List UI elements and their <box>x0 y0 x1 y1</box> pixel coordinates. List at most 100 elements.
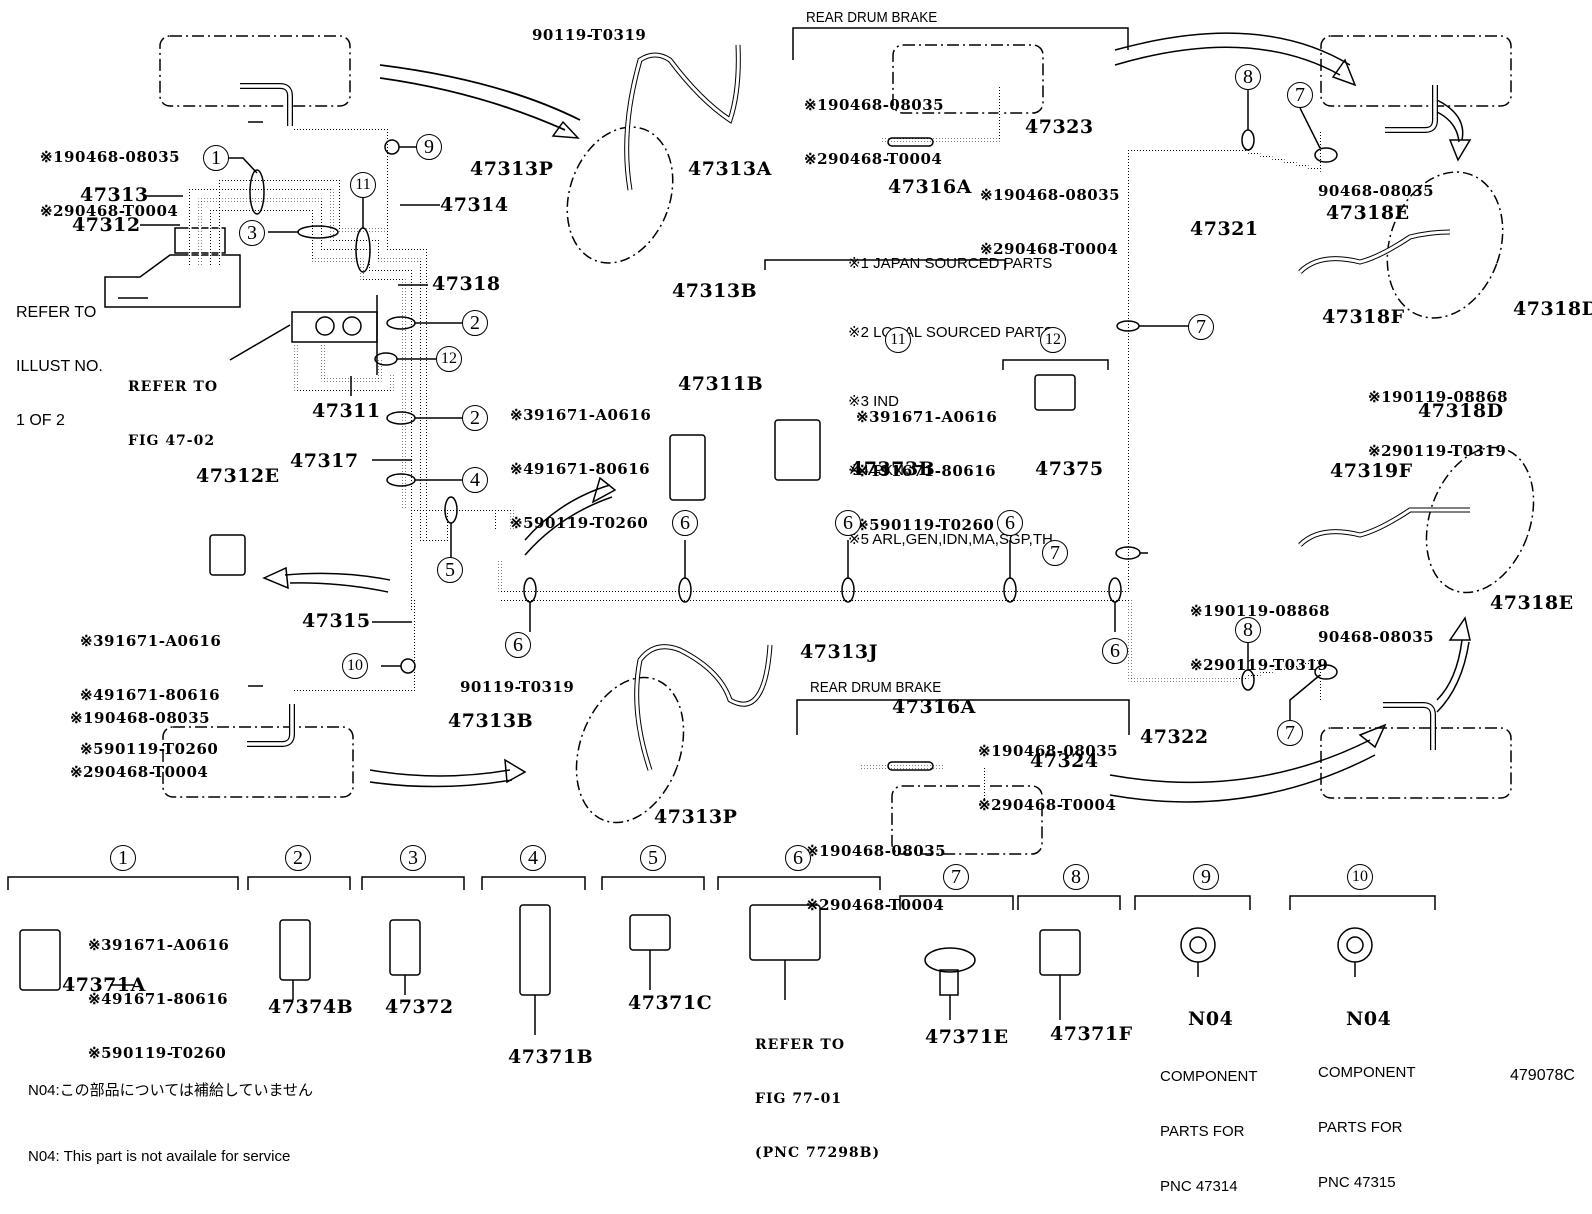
part-number[interactable]: ※190468-08035 <box>70 709 211 727</box>
part-47318E-mid[interactable]: 47318E <box>1490 592 1574 614</box>
part-47317[interactable]: 47317 <box>290 450 359 472</box>
refer-fig-47-02[interactable]: REFER TO FIG 47-02 <box>128 342 218 468</box>
part-47321[interactable]: 47321 <box>1190 218 1259 240</box>
callout-6a[interactable]: 6 <box>505 632 531 658</box>
part-number[interactable]: ※190119-08868 <box>1368 388 1509 406</box>
callout-7d[interactable]: 7 <box>1277 720 1303 746</box>
callout-9-group[interactable]: 9 <box>1193 864 1219 890</box>
part-number[interactable]: ※290468-T0004 <box>806 896 945 914</box>
callout-12-group[interactable]: 12 <box>1040 327 1066 353</box>
callout-4[interactable]: 4 <box>462 467 488 493</box>
part-47313B-bottom[interactable]: 47313B <box>448 710 534 732</box>
callout-2-group[interactable]: 2 <box>285 845 311 871</box>
callout-11[interactable]: 11 <box>350 172 376 198</box>
part-47324[interactable]: 47324 <box>1030 750 1099 772</box>
part-47373B[interactable]: 47373B <box>850 458 936 480</box>
callout-5-group[interactable]: 5 <box>640 845 666 871</box>
refer-fig-77-01[interactable]: REFER TO FIG 77-01 (PNC 77298B) <box>755 1000 880 1180</box>
part-number[interactable]: ※391671-A0616 <box>80 632 222 650</box>
callout-6-group[interactable]: 6 <box>785 845 811 871</box>
callout-2b[interactable]: 2 <box>462 405 488 431</box>
part-47316A-bottom[interactable]: 47316A <box>892 696 976 718</box>
part-47375[interactable]: 47375 <box>1035 458 1104 480</box>
callout-12[interactable]: 12 <box>436 346 462 372</box>
part-47316A-top[interactable]: 47316A <box>888 176 972 198</box>
part-number[interactable]: ※290468-T0004 <box>70 763 209 781</box>
part-number[interactable]: ※290468-T0004 <box>980 240 1119 258</box>
callout-7c[interactable]: 7 <box>1287 82 1313 108</box>
callout-11-group[interactable]: 11 <box>885 327 911 353</box>
part-number[interactable]: ※590119-T0260 <box>80 740 219 758</box>
part-47318E-top[interactable]: 47318E <box>1326 202 1410 224</box>
part-number[interactable]: ※391671-A0616 <box>88 936 230 954</box>
part-number[interactable]: ※290119-T0319 <box>1190 656 1329 674</box>
part-47371C[interactable]: 47371C <box>628 992 713 1014</box>
callout-3[interactable]: 3 <box>239 220 265 246</box>
part-47313B-top[interactable]: 47313B <box>672 280 758 302</box>
callout-8-group[interactable]: 8 <box>1063 864 1089 890</box>
part-90119-T0319-bottom[interactable]: 90119-T0319 <box>460 678 575 696</box>
part-90119-T0319-top[interactable]: 90119-T0319 <box>532 26 647 44</box>
n04-label[interactable]: N04 <box>1346 1008 1392 1030</box>
part-47371A[interactable]: 47371A <box>62 974 146 996</box>
part-47318D-mid[interactable]: 47318D <box>1418 400 1504 422</box>
part-47314[interactable]: 47314 <box>440 194 509 216</box>
part-number[interactable]: ※190119-08868 <box>1190 602 1331 620</box>
callout-1-group[interactable]: 1 <box>110 845 136 871</box>
part-number[interactable]: ※491671-80616 <box>856 462 997 480</box>
part-number[interactable]: ※190468-08035 <box>980 186 1121 204</box>
callout-2a[interactable]: 2 <box>462 310 488 336</box>
n04-label[interactable]: N04 <box>1188 1008 1234 1030</box>
part-47311B[interactable]: 47311B <box>678 373 764 395</box>
part-number[interactable]: ※590119-T0260 <box>856 516 995 534</box>
part-47374B[interactable]: 47374B <box>268 996 354 1018</box>
callout-10[interactable]: 10 <box>342 653 368 679</box>
part-47319F[interactable]: 47319F <box>1330 460 1413 482</box>
part-47313J[interactable]: 47313J <box>800 641 879 663</box>
part-47312[interactable]: 47312 <box>72 214 141 236</box>
callout-6b[interactable]: 6 <box>672 510 698 536</box>
part-number[interactable]: ※190468-08035 <box>978 742 1119 760</box>
part-47312E[interactable]: 47312E <box>196 465 280 487</box>
part-number[interactable]: ※290119-T0319 <box>1368 442 1507 460</box>
part-number[interactable]: ※491671-80616 <box>88 990 229 1008</box>
part-number[interactable]: ※290468-T0004 <box>804 150 943 168</box>
part-number[interactable]: ※190468-08035 <box>804 96 945 114</box>
callout-7-group[interactable]: 7 <box>943 864 969 890</box>
part-47318D-top[interactable]: 47318D <box>1513 298 1592 320</box>
part-number[interactable]: ※491671-80616 <box>510 460 651 478</box>
part-47371F[interactable]: 47371F <box>1050 1023 1133 1045</box>
part-47313P-bottom[interactable]: 47313P <box>654 806 738 828</box>
callout-3-group[interactable]: 3 <box>400 845 426 871</box>
part-47318F[interactable]: 47318F <box>1322 306 1405 328</box>
part-47313P-top[interactable]: 47313P <box>470 158 554 180</box>
part-47323[interactable]: 47323 <box>1025 116 1094 138</box>
part-number[interactable]: ※391671-A0616 <box>510 406 652 424</box>
part-47311[interactable]: 47311 <box>312 400 381 422</box>
callout-5[interactable]: 5 <box>437 557 463 583</box>
part-90468-08035-top[interactable]: 90468-08035 <box>1318 182 1435 200</box>
callout-1[interactable]: 1 <box>203 145 229 171</box>
part-47371B[interactable]: 47371B <box>508 1046 594 1068</box>
part-number[interactable]: ※590119-T0260 <box>510 514 649 532</box>
part-47318[interactable]: 47318 <box>432 273 501 295</box>
part-number[interactable]: ※190468-08035 <box>806 842 947 860</box>
part-number[interactable]: ※290468-T0004 <box>40 202 179 220</box>
callout-7a[interactable]: 7 <box>1042 540 1068 566</box>
callout-9[interactable]: 9 <box>416 134 442 160</box>
callout-4-group[interactable]: 4 <box>520 845 546 871</box>
part-number[interactable]: ※290468-T0004 <box>978 796 1117 814</box>
part-47372[interactable]: 47372 <box>385 996 454 1018</box>
callout-8b[interactable]: 8 <box>1235 617 1261 643</box>
callout-10-group[interactable]: 10 <box>1347 864 1373 890</box>
part-number[interactable]: ※590119-T0260 <box>88 1044 227 1062</box>
part-number[interactable]: ※391671-A0616 <box>856 408 998 426</box>
part-47313[interactable]: 47313 <box>80 184 149 206</box>
callout-6d[interactable]: 6 <box>997 510 1023 536</box>
part-number[interactable]: ※491671-80616 <box>80 686 221 704</box>
part-90468-08035-bottom[interactable]: 90468-08035 <box>1318 628 1435 646</box>
part-47313A[interactable]: 47313A <box>688 158 772 180</box>
part-47322[interactable]: 47322 <box>1140 726 1209 748</box>
callout-6c[interactable]: 6 <box>835 510 861 536</box>
callout-6e[interactable]: 6 <box>1102 638 1128 664</box>
